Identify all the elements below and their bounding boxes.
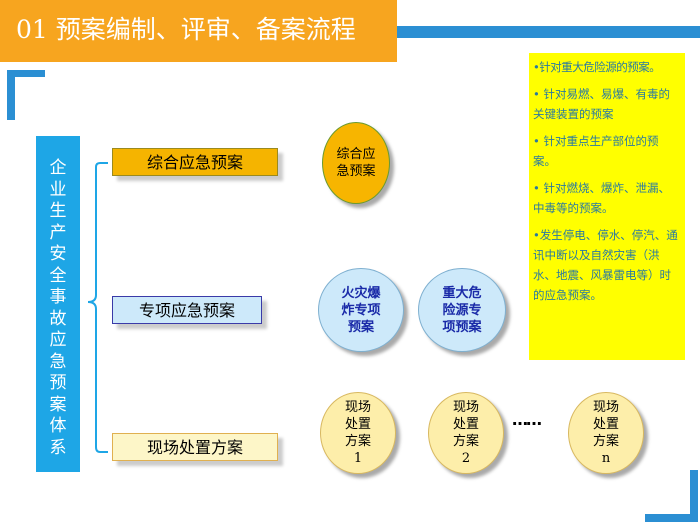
category-special: 专项应急预案 — [112, 296, 262, 324]
category-onsite: 现场处置方案 — [112, 433, 278, 461]
corner-bracket-top — [7, 70, 45, 77]
circle-label: 火灾爆炸专项预案 — [341, 285, 381, 335]
note-item: •针对重大危险源的预案。 — [533, 60, 661, 74]
title-accent-bar — [397, 26, 700, 38]
note-item: • 针对易燃、易爆、有毒的关键装置的预案 — [533, 87, 670, 121]
circle-label: 现场处置方案n — [592, 400, 619, 466]
circle-onsite-1: 现场处置方案1 — [320, 392, 396, 474]
circle-onsite-n: 现场处置方案n — [568, 392, 644, 474]
circle-label: 重大危险源专项预案 — [442, 285, 482, 335]
circle-label: 现场处置方案2 — [452, 400, 479, 466]
page-title: 01 预案编制、评审、备案流程 — [0, 0, 397, 62]
corner-bracket-bottom-v — [690, 470, 698, 522]
circle-comprehensive: 综合应急预案 — [322, 122, 390, 204]
corner-bracket-bottom — [645, 514, 698, 522]
note-item: •发生停电、停水、停汽、通讯中断以及自然灾害（洪水、地震、风暴雷电等）时的应急预… — [533, 228, 678, 302]
system-label: 企业生产安全事故应急预案体系 — [36, 136, 80, 472]
category-comprehensive: 综合应急预案 — [112, 148, 278, 176]
note-item: • 针对重点生产部位的预案。 — [533, 134, 659, 168]
circle-label: 综合应急预案 — [336, 147, 376, 179]
ellipsis: …… — [512, 410, 542, 429]
corner-bracket-top-v — [7, 70, 15, 120]
circle-onsite-2: 现场处置方案2 — [428, 392, 504, 474]
note-item: • 针对燃烧、爆炸、泄漏、中毒等的预案。 — [533, 181, 670, 215]
circle-special-hazard: 重大危险源专项预案 — [418, 268, 506, 352]
circle-label: 现场处置方案1 — [344, 400, 371, 466]
brace — [87, 162, 108, 453]
notes-panel: •针对重大危险源的预案。 • 针对易燃、易爆、有毒的关键装置的预案 • 针对重点… — [529, 53, 685, 360]
circle-special-fire: 火灾爆炸专项预案 — [318, 268, 404, 352]
